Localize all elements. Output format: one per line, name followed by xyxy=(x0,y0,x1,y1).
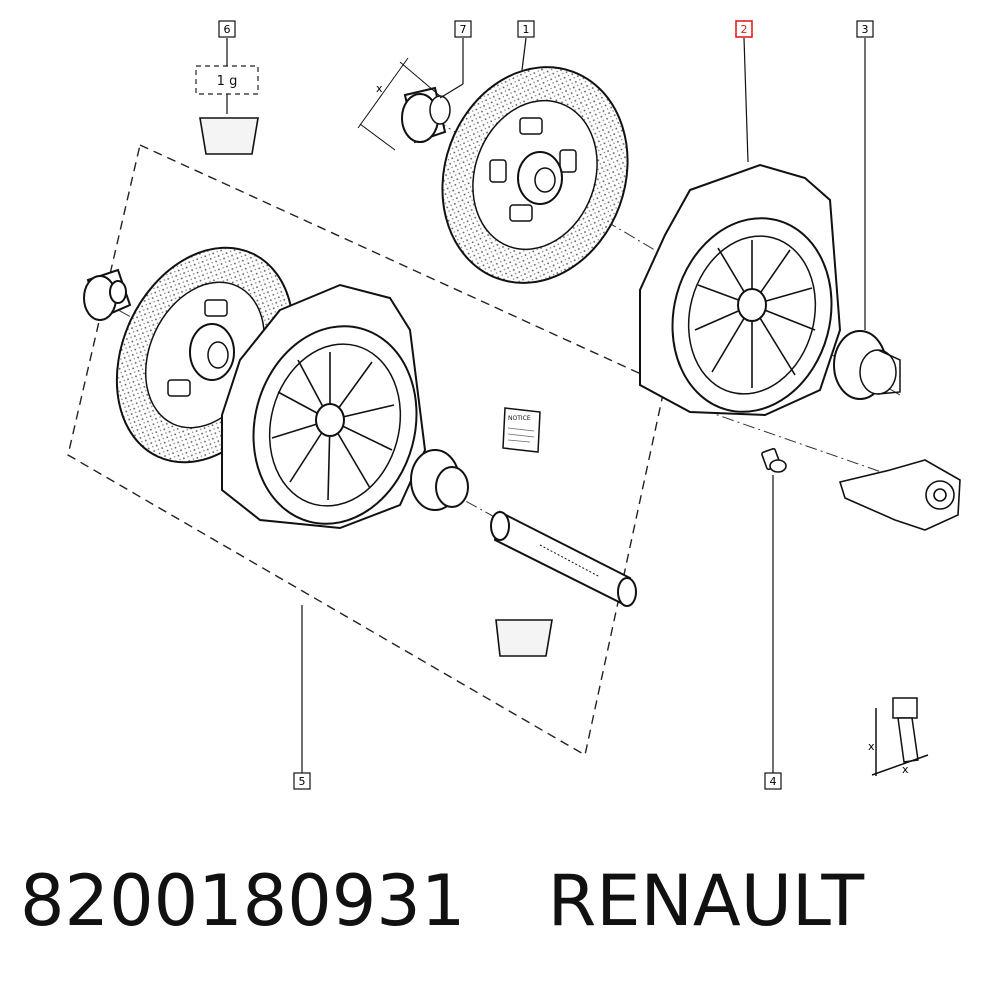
kit-pressure-plate xyxy=(221,283,427,530)
callout-7: 7 xyxy=(454,20,472,38)
callout-3: 3 xyxy=(856,20,874,38)
svg-text:7: 7 xyxy=(460,23,467,36)
kit-release-bearing xyxy=(410,449,469,511)
grease-quantity-box xyxy=(195,65,259,95)
svg-text:6: 6 xyxy=(224,23,231,36)
svg-text:3: 3 xyxy=(862,23,869,36)
callout-2-highlighted: 2 xyxy=(735,20,753,38)
callout-5: 5 xyxy=(293,772,311,790)
svg-text:x: x xyxy=(868,740,875,753)
footer-caption: 8200180931 RENAULT xyxy=(20,860,864,950)
part-number: 8200180931 xyxy=(20,860,466,942)
svg-text:NOTICE: NOTICE xyxy=(508,415,531,422)
svg-text:2: 2 xyxy=(741,23,748,36)
callout-1: 1 xyxy=(517,20,535,38)
clutch-disc[interactable] xyxy=(413,41,657,309)
dimension-label: x xyxy=(376,82,383,95)
svg-text:4: 4 xyxy=(770,775,777,788)
svg-text:x: x xyxy=(902,763,909,776)
notice-booklet: NOTICE xyxy=(502,407,541,453)
callout-6: 6 xyxy=(218,20,236,38)
svg-text:1: 1 xyxy=(523,23,530,36)
release-bearing[interactable] xyxy=(833,330,901,400)
bolt-detail xyxy=(871,697,929,776)
callout-4: 4 xyxy=(764,772,782,790)
grease-quantity: 1 g xyxy=(217,74,238,89)
pilot-bush[interactable] xyxy=(401,86,451,144)
dimension-x-bush xyxy=(357,57,441,151)
exploded-parts-diagram: x xyxy=(67,20,961,790)
svg-text:5: 5 xyxy=(299,775,306,788)
grease-sachet xyxy=(199,117,553,657)
pressure-plate[interactable] xyxy=(639,163,853,430)
alignment-tool xyxy=(490,510,637,607)
bolt[interactable] xyxy=(761,447,787,473)
brand-name: RENAULT xyxy=(547,860,865,942)
kit-pilot-bush xyxy=(83,268,132,321)
release-fork[interactable] xyxy=(838,459,961,531)
